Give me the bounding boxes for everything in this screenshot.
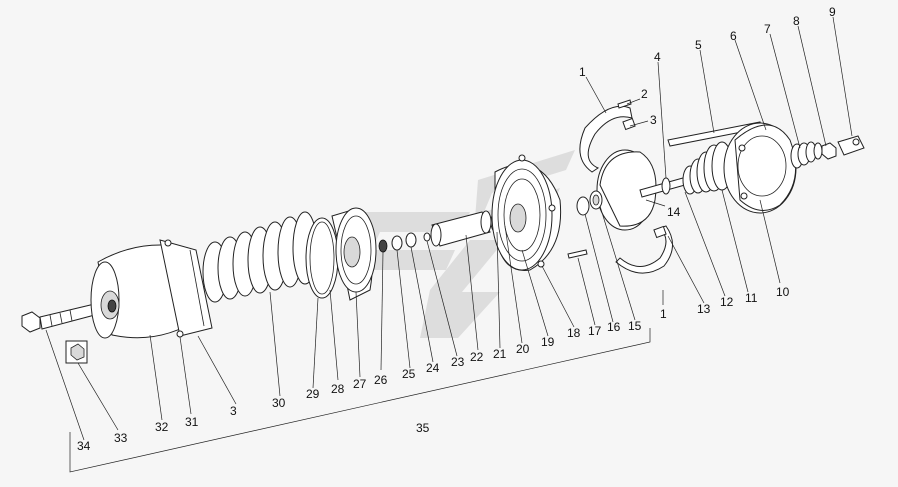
label-1-bottom: 1 [660,307,667,321]
label-34: 34 [77,439,91,453]
small-screw [617,99,632,109]
clevis-fork [837,135,865,156]
label-11: 11 [745,291,758,305]
label-28: 28 [331,382,345,396]
label-29: 29 [306,387,320,401]
seal-rings [378,232,431,253]
label-10: 10 [776,285,790,299]
sleeve [430,210,492,247]
label-22: 22 [470,350,484,364]
bolt [21,301,107,333]
piston [331,207,377,301]
label-14: 14 [667,205,681,219]
label-7: 7 [764,22,771,36]
label-24: 24 [426,361,440,375]
label-33: 33 [114,431,128,445]
diaphragm [589,149,657,231]
rubber-boot [790,141,823,169]
rear-cover [723,122,797,214]
label-25: 25 [402,367,416,381]
label-31: 31 [185,415,199,429]
o-ring [576,196,590,216]
label-16: 16 [607,320,621,334]
small-bolt [567,249,588,259]
label-21: 21 [493,347,507,361]
label-27: 27 [353,377,367,391]
label-13: 13 [697,302,711,316]
label-30: 30 [272,396,286,410]
leader-lines [45,16,853,473]
label-8: 8 [793,14,800,28]
label-12: 12 [720,295,734,309]
front-cover [491,154,562,271]
label-32: 32 [155,420,169,434]
label-18: 18 [567,326,581,340]
snap-ring [305,217,339,299]
label-3-top: 3 [650,113,657,127]
label-9: 9 [829,5,836,19]
lock-nut [821,142,837,160]
label-2: 2 [641,87,648,101]
label-3-bottom: 3 [230,404,237,418]
nut-detail [65,340,88,364]
label-5: 5 [695,38,702,52]
main-spring [202,211,318,303]
label-20: 20 [516,342,530,356]
cylinder-housing [90,239,213,339]
label-4: 4 [654,50,661,64]
label-35: 35 [416,421,430,435]
part-labels: 1 2 3 4 5 6 7 8 9 10 11 12 13 14 15 16 1… [77,5,836,453]
label-15: 15 [628,319,642,333]
label-26: 26 [374,373,388,387]
clamp-half-lower [615,225,673,274]
label-19: 19 [541,335,555,349]
label-17: 17 [588,324,602,338]
label-1-top: 1 [579,65,586,79]
label-23: 23 [451,355,465,369]
label-6: 6 [730,29,737,43]
